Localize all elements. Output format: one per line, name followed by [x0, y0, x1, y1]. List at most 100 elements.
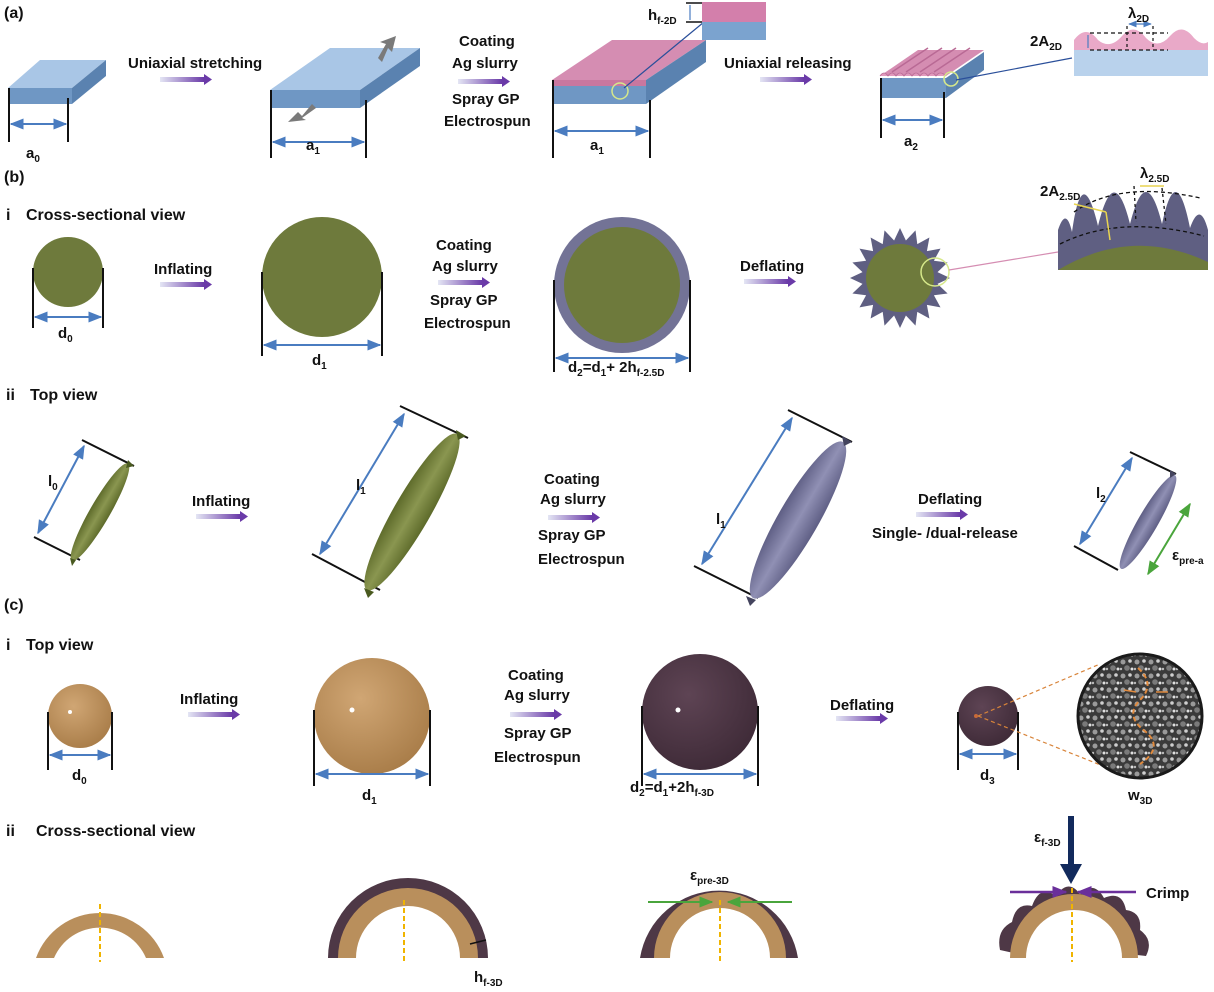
coating-steps-a: Coating Ag slurry Spray GP Electrospun [444, 33, 531, 130]
panel-c-label: (c) [4, 597, 24, 614]
inset-wrinkle-2d [1074, 20, 1208, 76]
balloon-green-coated-core [564, 227, 680, 343]
svg-text:Spray GP: Spray GP [430, 292, 498, 309]
slab-a1 [270, 48, 420, 108]
dim-label-d0-c: d0 [72, 767, 87, 787]
stretch-arrow-up [378, 36, 396, 62]
balloon-dark-deflated [958, 686, 1018, 746]
panel-b-view-i: Cross-sectional view [26, 207, 186, 224]
sem-width-arrow-left [1123, 689, 1137, 693]
force-label-ef3d: εf-3D [1034, 829, 1061, 849]
dim-arrow-l1-green [319, 412, 405, 556]
cross-section-tan-crimped [1010, 894, 1138, 958]
balloon-tan-d0 [48, 684, 112, 748]
dim-line-l2-bottom [1073, 545, 1119, 571]
step-inflating-b-ii: Inflating [192, 493, 250, 510]
step-uniaxial-stretching: Uniaxial stretching [128, 55, 262, 72]
zoom-line-wrinkled [955, 57, 1073, 81]
cross-section-dark-outer-2 [328, 878, 488, 958]
process-arrowhead-7 [232, 709, 240, 720]
svg-text:Spray GP: Spray GP [538, 527, 606, 544]
dim-line-l2-top [1129, 451, 1177, 475]
dim-label-d2-b: d2=d1+ 2hf-2.5D [568, 359, 664, 379]
stretch-arrow-down [288, 104, 316, 122]
step-inflating-c: Inflating [180, 691, 238, 708]
balloon-dark-coated [642, 654, 758, 770]
crimp-label: Crimp [1146, 885, 1189, 902]
svg-text:Spray GP: Spray GP [504, 725, 572, 742]
process-arrowhead-3 [204, 279, 212, 290]
slab-wrinkled [879, 47, 984, 98]
dim-label-2A25d: 2A2.5D [1040, 183, 1080, 203]
process-arrow-4 [744, 279, 788, 284]
fiber-purple-l1 [749, 441, 847, 599]
svg-text:Ag slurry: Ag slurry [452, 55, 519, 72]
zoom-line-coated [623, 21, 705, 89]
dim-label-d1-b: d1 [312, 352, 327, 372]
dim-arrow-l0 [37, 444, 85, 535]
panel-b-roman-i: i [6, 207, 10, 224]
step-inflating-b-i: Inflating [154, 261, 212, 278]
fiber-green-l0-tip-bottom [70, 558, 76, 566]
fiber-purple-l2-tip [1170, 470, 1176, 478]
panel-c-roman-ii: ii [6, 823, 15, 840]
strain-arrow-epre-a [1147, 502, 1191, 576]
balloon-tan-d0-highlight [68, 710, 72, 714]
process-arrowhead-6 [960, 509, 968, 520]
svg-text:Ag slurry: Ag slurry [540, 491, 607, 508]
dim-label-lambda25d: λ2.5D [1140, 165, 1169, 185]
dim-label-l1-green: l1 [356, 477, 366, 497]
panel-c-view-ii: Cross-sectional view [36, 823, 196, 840]
svg-text:Ag slurry: Ag slurry [504, 687, 571, 704]
panel-c-roman-i: i [6, 637, 10, 654]
cross-section-tan-3 [654, 892, 786, 958]
balloon-dark-deflated-highlight [974, 714, 978, 718]
dim-label-a2: a2 [904, 133, 918, 153]
zoom-line-sem-top [977, 663, 1101, 717]
dim-label-2A2d: 2A2D [1030, 33, 1062, 53]
fiber-green-l1-tip-top [456, 430, 466, 440]
sem-micrograph-inset [1076, 652, 1204, 780]
inset-film-2d [686, 2, 766, 40]
step-deflating-c: Deflating [830, 697, 894, 714]
dim-line-l0-top [81, 439, 135, 467]
balloon-green-d1 [262, 217, 382, 337]
panel-b-roman-ii: ii [6, 387, 15, 404]
dim-arrow-l2 [1079, 456, 1133, 546]
fiber-purple-l1-tip-bottom [746, 596, 756, 606]
strain-label-epre-a: εpre-a [1172, 547, 1204, 567]
slab-coated [552, 40, 706, 104]
step-uniaxial-releasing: Uniaxial releasing [724, 55, 852, 72]
process-arrow-3 [160, 282, 204, 287]
dim-label-d2-c: d2=d1+2hf-3D [630, 779, 714, 799]
dim-label-a1: a1 [306, 137, 320, 157]
dim-label-w3d: w3D [1127, 787, 1152, 807]
sem-wrinkle-trace [1132, 667, 1155, 765]
inset-wrinkle-25d [1058, 185, 1208, 270]
dim-label-a1-coated: a1 [590, 137, 604, 157]
dim-hf3d-tick [469, 939, 487, 945]
panel-b-view-ii: Top view [30, 387, 98, 404]
process-arrow-1 [160, 77, 204, 82]
svg-text:Electrospun: Electrospun [444, 113, 531, 130]
svg-text:Coating: Coating [436, 237, 492, 254]
dim-label-lambda2d: λ2D [1128, 5, 1149, 25]
panel-a-label: (a) [4, 5, 24, 22]
zoom-line-sem-bottom [977, 715, 1109, 769]
svg-text:Electrospun: Electrospun [538, 551, 625, 568]
cross-section-tan-1 [36, 912, 164, 958]
svg-text:Coating: Coating [544, 471, 600, 488]
process-arrowhead-2 [804, 74, 812, 85]
dim-label-l2: l2 [1096, 485, 1106, 505]
balloon-green-deflated-core [866, 244, 934, 312]
balloon-green-d0 [33, 237, 103, 307]
process-arrow-5 [196, 514, 240, 519]
balloon-tan-d1-highlight [349, 707, 355, 713]
force-arrow-head [1060, 864, 1082, 884]
fiber-green-l1 [364, 433, 460, 591]
fiber-green-l1-tip-bottom [364, 588, 374, 598]
zoom-circle-25d [920, 257, 950, 287]
dim-label-d3: d3 [980, 767, 995, 787]
step-deflating-b-ii: Deflating [918, 491, 982, 508]
